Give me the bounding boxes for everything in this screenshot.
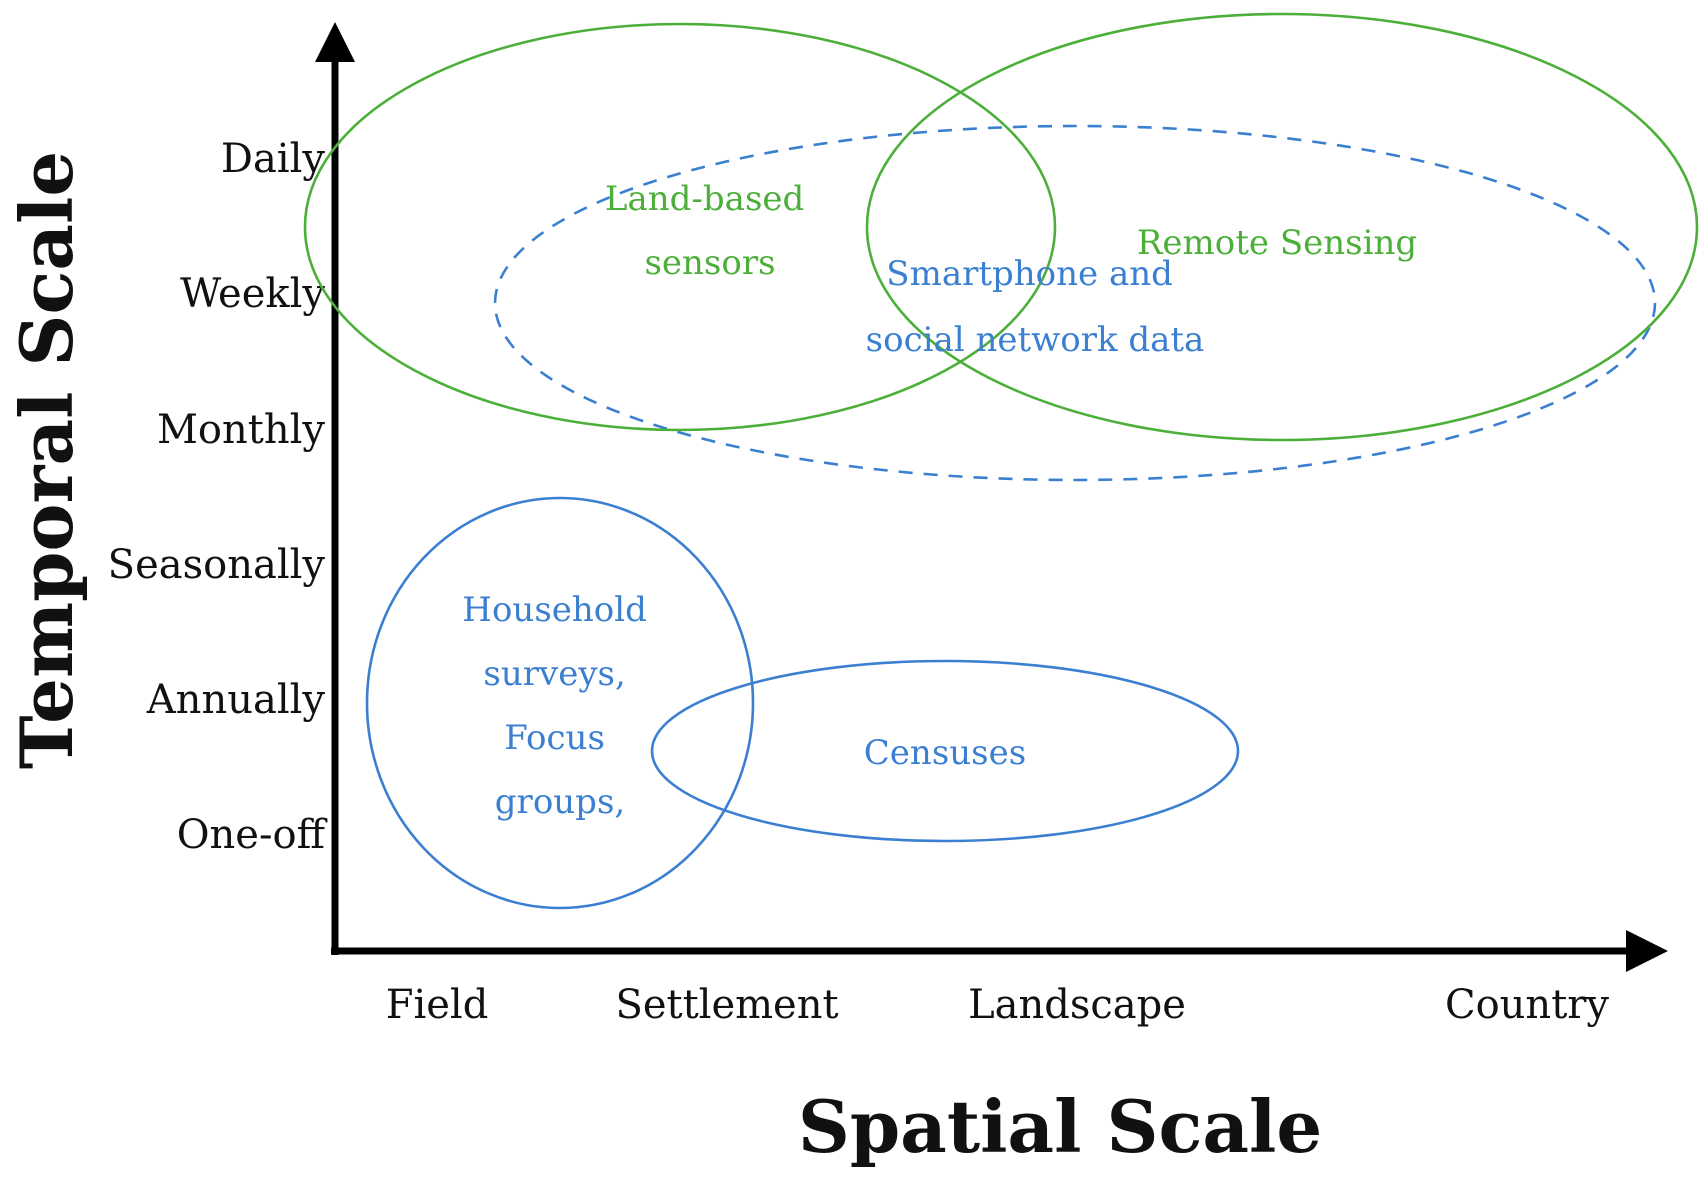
label-smartphone-line-1: Smartphone and xyxy=(886,254,1173,294)
x-axis-title: Spatial Scale xyxy=(798,1084,1322,1169)
region-smartphone-social xyxy=(493,124,1657,482)
label-land-based-line-1: Land-based xyxy=(605,179,804,219)
axes xyxy=(315,22,1668,972)
region-censuses xyxy=(650,659,1240,843)
x-tick-country: Country xyxy=(1445,982,1609,1028)
region-land-based-sensors xyxy=(303,22,1057,432)
x-tick-labels: Field Settlement Landscape Country xyxy=(386,982,1610,1028)
label-smartphone-line-2: social network data xyxy=(866,320,1205,360)
label-household-line-1: Household xyxy=(462,590,647,630)
x-tick-field: Field xyxy=(386,982,489,1028)
x-axis-arrow-icon xyxy=(1626,930,1668,972)
label-smartphone-social: Smartphone and social network data xyxy=(866,254,1205,360)
regions xyxy=(303,12,1699,910)
label-censuses-line-1: Censuses xyxy=(864,733,1026,773)
y-tick-monthly: Monthly xyxy=(157,407,325,453)
label-household-line-3: Focus xyxy=(504,718,605,758)
y-tick-labels: Daily Weekly Monthly Seasonally Annually… xyxy=(108,136,328,858)
y-axis-title: Temporal Scale xyxy=(4,151,89,769)
y-tick-daily: Daily xyxy=(221,136,326,182)
label-land-based-line-2: sensors xyxy=(644,243,775,283)
label-household-surveys: Household surveys, Focus groups, xyxy=(462,590,657,822)
region-labels: Land-based sensors Remote Sensing Smartp… xyxy=(462,179,1417,822)
y-tick-seasonally: Seasonally xyxy=(108,542,326,588)
label-household-line-4: groups, xyxy=(495,782,625,822)
y-tick-annually: Annually xyxy=(146,677,326,723)
x-tick-settlement: Settlement xyxy=(615,982,838,1028)
region-remote-sensing xyxy=(865,12,1699,442)
label-land-based-sensors: Land-based sensors xyxy=(605,179,815,283)
region-household-surveys xyxy=(365,496,755,910)
label-censuses: Censuses xyxy=(864,733,1026,773)
label-remote-sensing: Remote Sensing xyxy=(1137,223,1417,263)
label-remote-sensing-line-1: Remote Sensing xyxy=(1137,223,1417,263)
y-tick-one-off: One-off xyxy=(177,812,328,858)
y-tick-weekly: Weekly xyxy=(180,271,325,317)
label-household-line-2: surveys, xyxy=(483,654,625,694)
y-axis-arrow-icon xyxy=(315,22,355,62)
x-tick-landscape: Landscape xyxy=(968,982,1186,1028)
